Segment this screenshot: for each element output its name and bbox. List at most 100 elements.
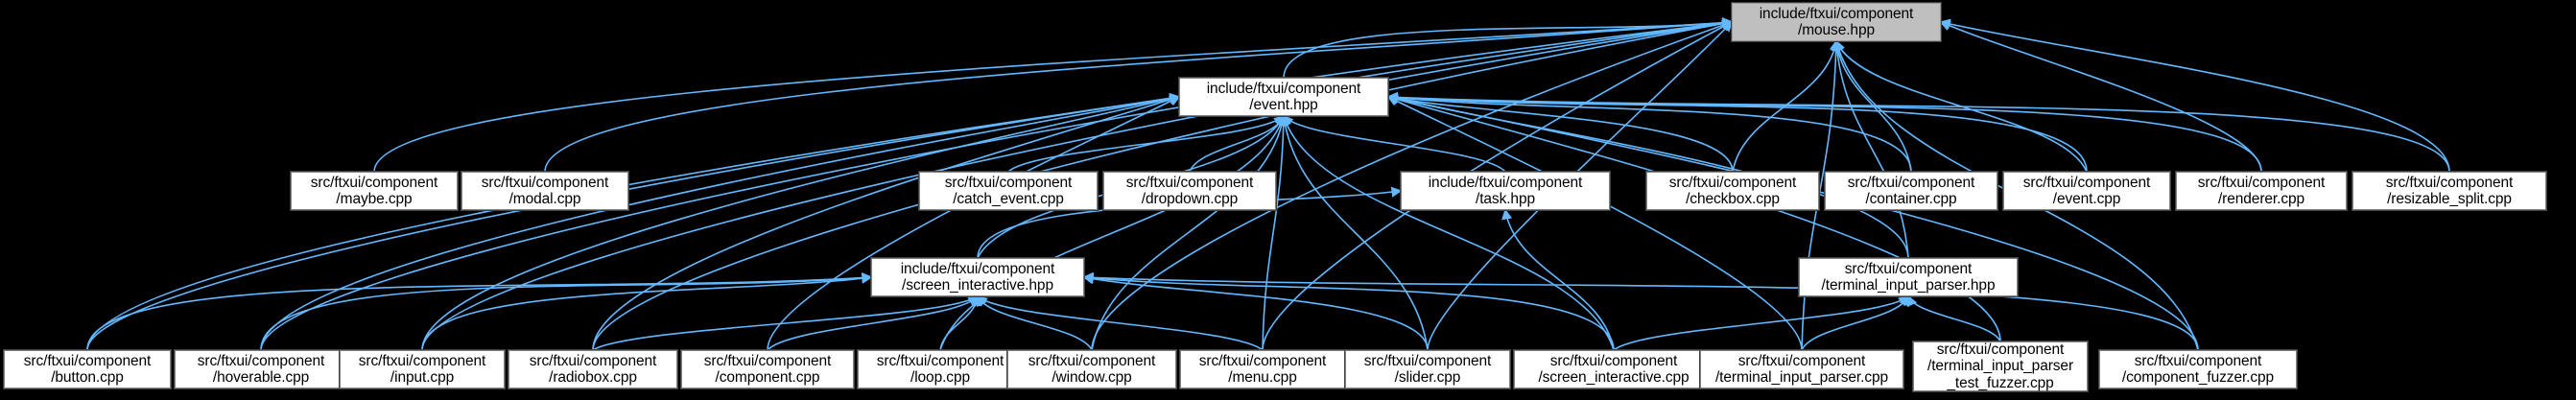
graph-node-button_cpp[interactable]: src/ftxui/component/button.cpp [3,349,172,389]
node-label-line2: /window.cpp [1052,369,1132,386]
graph-edge [1613,294,1910,351]
node-label-line2: /screen_interactive.cpp [1538,369,1690,386]
graph-edge [1386,91,2262,173]
node-label-line1: include/ftxui/component [1206,80,1361,97]
graph-node-component_fuzzer_cpp[interactable]: src/ftxui/component/component_fuzzer.cpp [2098,349,2298,389]
graph-node-resizable_split_cpp[interactable]: src/ftxui/component/resizable_split.cpp [2351,171,2547,211]
graph-node-checkbox_cpp[interactable]: src/ftxui/component/checkbox.cpp [1645,171,1820,211]
node-label-line2: /catch_event.cpp [953,191,1064,207]
node-label-line2: /dropdown.cpp [1141,191,1239,207]
node-label-line2: /screen_interactive.hpp [902,277,1053,294]
graph-edge [1834,39,2088,173]
graph-edge [1386,93,2199,351]
graph-node-hoverable_cpp[interactable]: src/ftxui/component/hoverable.cpp [174,349,348,389]
graph-node-menu_cpp[interactable]: src/ftxui/component/menu.cpp [1179,349,1346,389]
node-label-line2: /event.hpp [1249,97,1318,113]
graph-edge [1801,294,1910,351]
graph-node-modal_cpp[interactable]: src/ftxui/component/modal.cpp [461,171,629,211]
graph-edge [421,272,873,351]
graph-node-window_cpp[interactable]: src/ftxui/component/window.cpp [1006,349,1177,389]
node-label-line2: /terminal_input_parser.hpp [1821,277,1996,294]
graph-edge [1279,114,1429,351]
node-label-line2: /slider.cpp [1394,369,1461,386]
node-label-line1: src/ftxui/component [876,352,1004,369]
node-label-line1: include/ftxui/component [900,260,1055,277]
node-label-line2: /component.cpp [715,369,820,386]
graph-edge [1732,39,1840,173]
node-label-line2: /component_fuzzer.cpp [2121,369,2275,386]
graph-node-catch_event_cpp[interactable]: src/ftxui/component/catch_event.cpp [918,171,1099,211]
node-label-line2: /hoverable.cpp [212,369,310,386]
graph-edge [1082,271,2199,351]
node-label-line2: /terminal_input_parser [1926,358,2074,375]
graph-edge [1189,114,1286,173]
node-label-line1: src/ftxui/component [2385,174,2514,191]
graph-node-dropdown_cpp[interactable]: src/ftxui/component/dropdown.cpp [1102,171,1277,211]
graph-edge [1386,92,2088,173]
node-label-line2: /loop.cpp [910,369,970,386]
node-label-line2: /maybe.cpp [336,191,413,207]
graph-edge [1832,39,1909,259]
node-label-line1: src/ftxui/component [1125,174,1254,191]
node-label-line2: /terminal_input_parser.cpp [1714,369,1889,386]
graph-node-slider_cpp[interactable]: src/ftxui/component/slider.cpp [1344,349,1511,389]
node-label-line1: src/ftxui/component [1936,341,2065,358]
node-label-line2: /input.cpp [390,369,455,386]
graph-node-event_hpp[interactable]: include/ftxui/component/event.hpp [1178,77,1389,117]
graph-edge [1007,114,1286,173]
graph-edge [1283,17,1734,79]
node-label-line2: /menu.cpp [1228,369,1297,386]
graph-edge [86,272,873,351]
graph-node-input_cpp[interactable]: src/ftxui/component/input.cpp [339,349,506,389]
graph-edge [1501,208,1615,351]
graph-edge [1262,114,1289,351]
node-label-line1: include/ftxui/component [1759,5,1914,22]
graph-node-terminal_input_parser_hpp[interactable]: src/ftxui/component/terminal_input_parse… [1798,257,2019,297]
node-label-line1: src/ftxui/component [310,174,438,191]
node-label-line1: include/ftxui/component [1428,174,1583,191]
graph-node-terminal_input_parser_test_fuzzer_cpp[interactable]: src/ftxui/component/terminal_input_parse… [1912,341,2089,392]
graph-node-event_cpp[interactable]: src/ftxui/component/event.cpp [2002,171,2171,211]
graph-node-loop_cpp[interactable]: src/ftxui/component/loop.cpp [857,349,1024,389]
graph-node-task_hpp[interactable]: include/ftxui/component/task.hpp [1400,171,1611,211]
graph-node-screen_interactive_hpp[interactable]: include/ftxui/component/screen_interacti… [870,257,1085,297]
graph-edge [939,294,982,351]
graph-node-radiobox_cpp[interactable]: src/ftxui/component/radiobox.cpp [508,349,678,389]
node-label-line1: src/ftxui/component [1737,352,1866,369]
graph-edge [1386,93,1734,173]
node-label-line1: src/ftxui/component [1363,352,1492,369]
graph-node-renderer_cpp[interactable]: src/ftxui/component/renderer.cpp [2175,171,2348,211]
graph-edge [1091,114,1288,351]
node-label-line2: /resizable_split.cpp [2387,191,2512,207]
graph-edge [767,294,980,351]
graph-edge [1906,294,2001,342]
graph-node-terminal_input_parser_cpp[interactable]: src/ftxui/component/terminal_input_parse… [1699,349,1904,389]
node-label-line2: /event.cpp [2052,191,2121,207]
graph-edge [592,295,980,351]
graph-edge [373,17,1734,173]
graph-node-component_cpp[interactable]: src/ftxui/component/component.cpp [680,349,855,389]
graph-edge [544,17,1734,173]
node-label-line1: src/ftxui/component [1028,352,1156,369]
graph-edge [1386,91,2450,173]
graph-node-container_cpp[interactable]: src/ftxui/component/container.cpp [1824,171,1998,211]
node-label-line1: src/ftxui/component [1668,174,1797,191]
node-label-line2: /button.cpp [51,369,124,386]
node-label-line1: src/ftxui/component [358,352,486,369]
graph-edge [421,93,1181,351]
graph-edge [767,96,1181,351]
node-label-line2: /checkbox.cpp [1686,191,1780,207]
node-label-line1: src/ftxui/component [23,352,152,369]
graph-node-mouse_hpp[interactable]: include/ftxui/component/mouse.hpp [1731,2,1942,42]
graph-edge [1082,273,1429,351]
node-label-line1: src/ftxui/component [529,352,657,369]
graph-node-maybe_cpp[interactable]: src/ftxui/component/maybe.cpp [290,171,459,211]
graph-edge [592,94,1181,351]
node-label-line1: src/ftxui/component [2134,352,2262,369]
graph-edge [1282,114,1506,173]
graph-node-screen_interactive_cpp[interactable]: src/ftxui/component/screen_interactive.c… [1513,349,1714,389]
graph-edge [1832,39,1912,173]
node-label-line2: /task.hpp [1475,191,1535,207]
graph-edge [1281,114,1615,351]
node-label-line1: src/ftxui/component [481,174,609,191]
